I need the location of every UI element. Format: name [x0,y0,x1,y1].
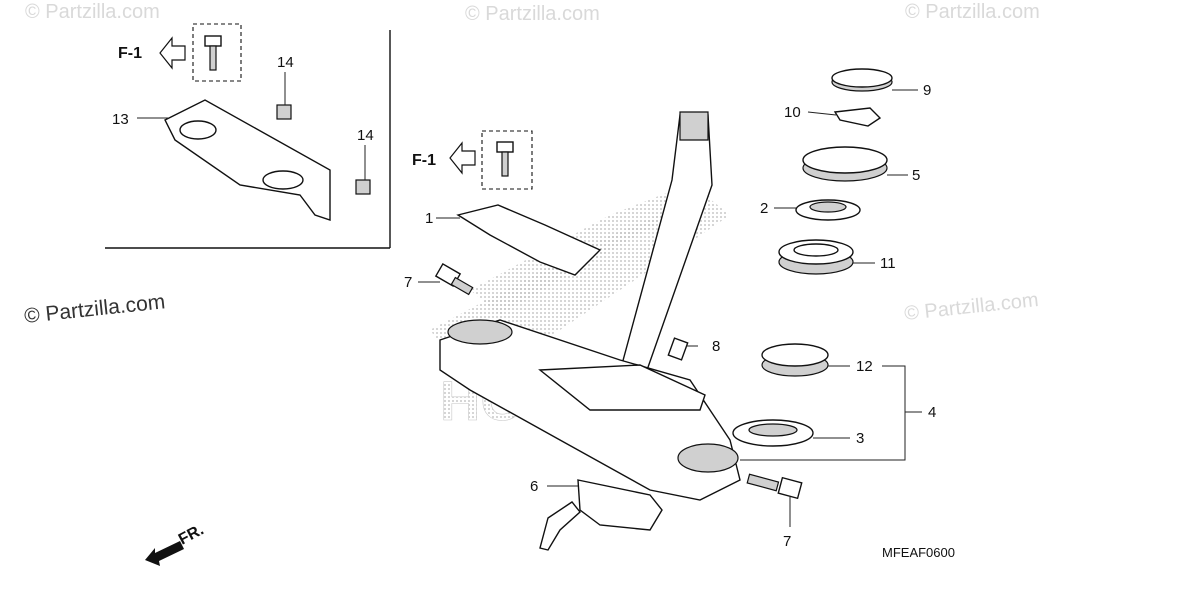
front-ref-inset: F-1 [118,36,186,70]
watermark-top-center: © Partzilla.com [465,3,600,25]
front-ref-label: F-1 [118,45,142,62]
front-direction: FR. [145,521,207,566]
front-arrow-icon [145,541,184,566]
watermark-main: © Partzilla.com [23,290,166,328]
part-13-bracket [164,99,331,221]
inset-box [105,30,391,249]
callout-14a: 14 [277,54,294,71]
part-10-washer [833,107,882,127]
callout-7a: 7 [404,274,412,291]
callout-2: 2 [760,200,768,217]
part-7-bolt-lower [746,473,803,500]
part-1-plate [456,204,602,276]
callout-10: 10 [784,104,801,121]
part-14-nut-a [276,104,292,120]
watermark-top-right: © Partzilla.com [905,1,1040,23]
callout-14b: 14 [357,127,374,144]
diagram-code: MFEAF0600 [882,545,955,560]
callout-7b: 7 [783,533,791,550]
callout-11: 11 [880,255,896,272]
watermark-right: © Partzilla.com [903,289,1039,325]
part-14-nut-b [355,179,371,195]
callout-8: 8 [712,338,720,355]
leader-lines [137,72,922,527]
part-12-race [761,343,829,377]
callout-1: 1 [425,210,433,227]
front-ref-main: F-1 [412,141,476,175]
part-6-steering-lock [539,479,663,551]
callout-6: 6 [530,478,538,495]
callout-5: 5 [912,167,920,184]
part-9-nut [831,68,893,92]
inset-bolt [192,23,242,82]
main-bolt [481,130,533,190]
front-ref-label-2: F-1 [412,152,436,169]
part-8-screw [667,337,689,361]
watermark-top-left: © Partzilla.com [25,1,160,23]
part-3-dust-seal [732,419,814,447]
front-ref-arrow-icon [159,36,186,70]
key-icon [539,501,581,551]
part-5-nut [802,146,888,182]
bottom-bridge [439,319,741,501]
part-11-bearing [778,239,854,275]
callout-3: 3 [856,430,864,447]
part-7-bolt-upper [434,262,474,296]
callout-13: 13 [112,111,129,128]
callout-4: 4 [928,404,936,421]
part-2-dust-seal [795,199,861,221]
callout-12: 12 [856,358,873,375]
front-ref-arrow-icon-2 [449,141,476,175]
callout-9: 9 [923,82,931,99]
